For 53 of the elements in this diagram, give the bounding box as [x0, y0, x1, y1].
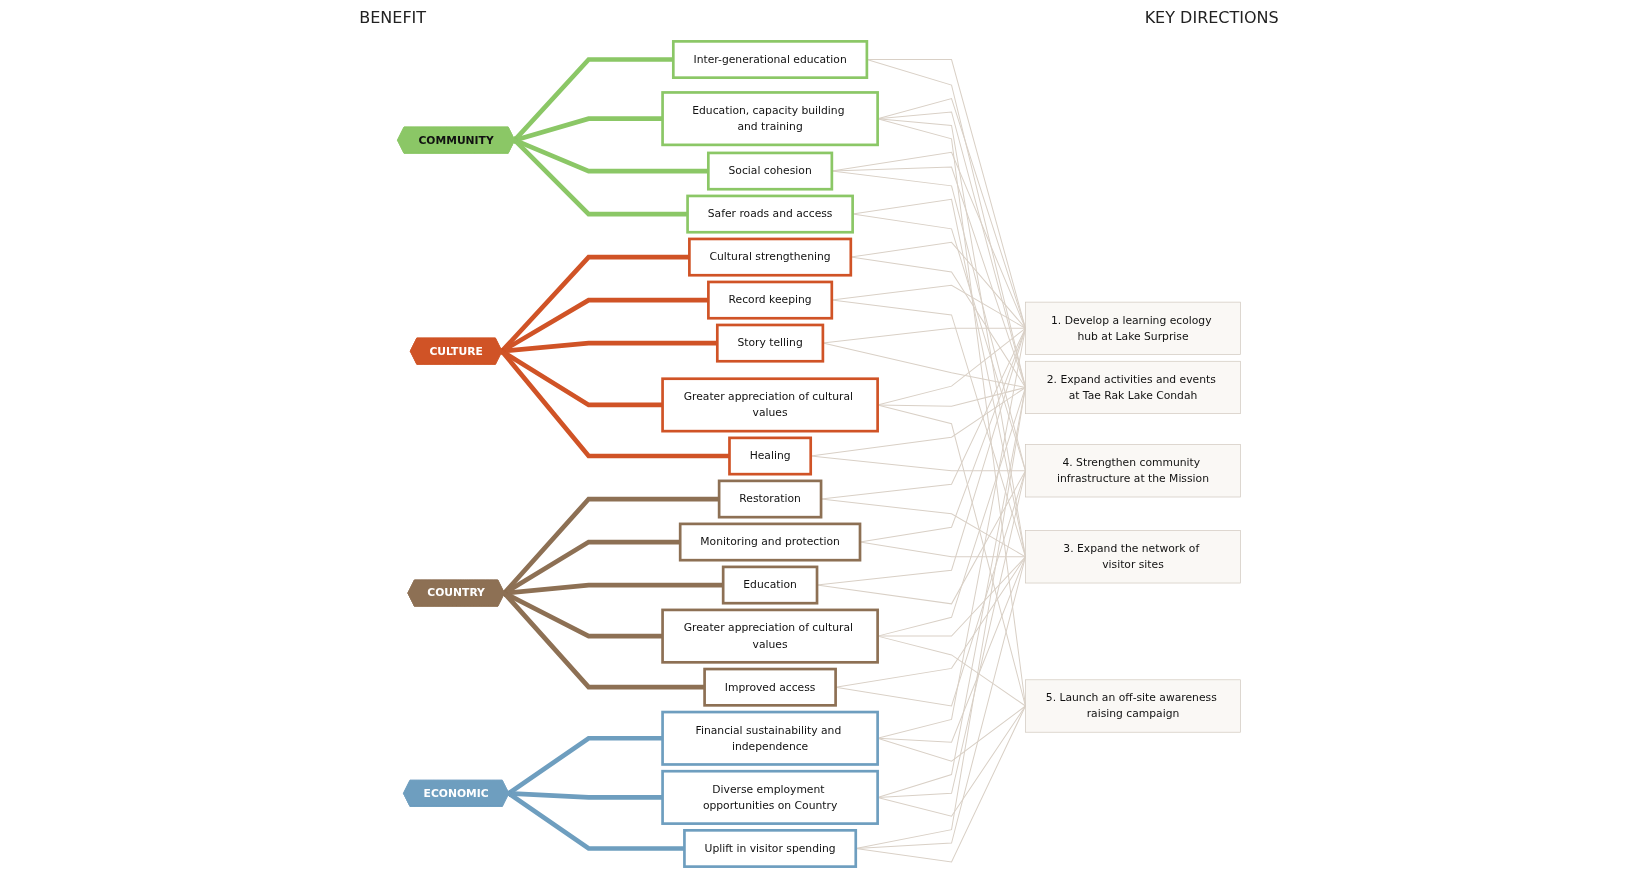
node-box: Healing — [728, 436, 813, 476]
node-box: 4. Strengthen community infrastructure at the Mission — [1025, 444, 1241, 498]
connector — [822, 342, 1026, 388]
connector — [877, 404, 1026, 707]
connector — [877, 327, 1026, 739]
node-box: Education — [721, 565, 819, 605]
connector — [877, 705, 1026, 762]
connector — [831, 166, 1026, 388]
connector — [877, 635, 1026, 707]
node-box: Cultural strengthening — [688, 237, 853, 277]
connector — [855, 705, 1026, 863]
connector — [877, 556, 1026, 637]
node-box: Financial sustainability and independence — [661, 710, 879, 766]
node-box: Social cohesion — [707, 151, 834, 191]
connector — [852, 198, 1026, 558]
connector — [877, 386, 1026, 798]
arrow — [506, 791, 685, 851]
node-box: Uplift in visitor spending — [683, 829, 858, 868]
connector — [831, 299, 1026, 558]
node-box: Diverse employment opportunities on Country — [661, 769, 879, 825]
connector — [877, 386, 1026, 637]
connector — [877, 386, 1026, 407]
connector — [850, 241, 1026, 329]
node-box: Greater appreciation of cultural values — [661, 608, 879, 664]
connector — [835, 556, 1026, 688]
node-box: 5. Launch an off-site awareness raising campaign — [1025, 679, 1241, 733]
node-box: Restoration — [717, 479, 823, 519]
node-box: Safer roads and access — [686, 194, 854, 234]
node-box: Story telling — [715, 323, 825, 363]
connector — [855, 386, 1026, 849]
connector — [877, 556, 1026, 743]
connector — [831, 151, 1026, 329]
node-box: 1. Develop a learning ecology hub at Lake Surprise — [1025, 301, 1241, 355]
node-box: Improved access — [703, 667, 837, 707]
node-box: Record keeping — [707, 280, 834, 320]
node-box: Greater appreciation of cultural values — [661, 377, 879, 433]
node-box: Monitoring and protection — [678, 522, 862, 562]
node-box: 2. Expand activities and events at Tae Rak Lake Condah — [1025, 360, 1241, 414]
node-box: Inter-generational education — [671, 40, 869, 79]
connector — [822, 327, 1026, 344]
connector — [877, 327, 1026, 406]
connector — [850, 256, 1026, 388]
node-box: Education, capacity building and training — [661, 91, 879, 147]
column-heading: BENEFIT — [359, 7, 427, 27]
arrow — [512, 57, 674, 143]
connector — [810, 386, 1026, 457]
arrow — [499, 348, 730, 459]
connector — [831, 284, 1026, 329]
node-box: 3. Expand the network of visitor sites — [1025, 530, 1241, 584]
connector — [877, 118, 1026, 707]
column-heading: KEY DIRECTIONS — [1144, 7, 1279, 27]
connector — [877, 705, 1026, 817]
connector — [810, 455, 1026, 472]
